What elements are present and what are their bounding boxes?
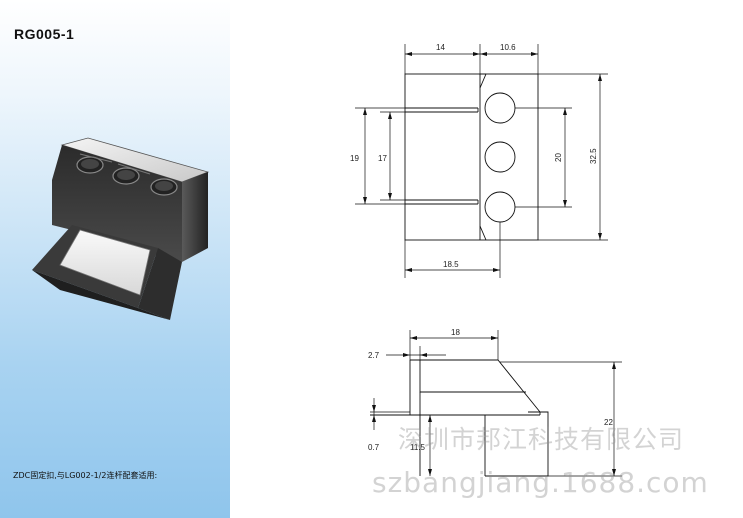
dim-height-inner: 17 <box>378 154 387 163</box>
dim-hole-spacing: 20 <box>554 153 563 162</box>
dim-height-total: 32.5 <box>589 148 598 164</box>
dim-width-right: 10.6 <box>500 43 516 52</box>
dim-side-thickness: 0.7 <box>368 443 380 452</box>
dim-side-width: 18 <box>451 328 460 337</box>
dim-side-offset: 2.7 <box>368 351 380 360</box>
dim-side-base-height: 11.5 <box>410 443 426 452</box>
technical-drawing: 14 10.6 32.5 20 19 17 18.5 18 2.7 22 0.7… <box>350 43 622 477</box>
top-hole-3 <box>484 191 516 223</box>
product-description: ZDC固定扣,与LG002-1/2连杆配套适用: <box>13 471 158 480</box>
top-view-outline <box>404 73 539 241</box>
product-3d-render <box>32 137 210 320</box>
dim-width-left: 14 <box>436 43 445 52</box>
watermark-url: szbangjiang.1688.com <box>372 466 709 499</box>
top-hole-1 <box>484 92 516 124</box>
side-view-outline <box>370 359 549 477</box>
top-hole-2 <box>484 141 516 173</box>
dim-height-outer: 19 <box>350 154 359 163</box>
dim-bottom-width: 18.5 <box>443 260 459 269</box>
product-code-title: RG005-1 <box>14 26 75 42</box>
watermark-company: 深圳市邦江科技有限公司 <box>398 425 685 454</box>
dim-side-height: 22 <box>604 418 613 427</box>
